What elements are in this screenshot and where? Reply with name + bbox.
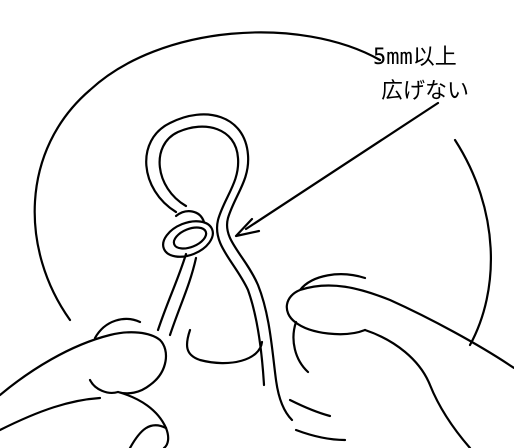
annotation-label: 5mm以上 広げない bbox=[373, 44, 503, 106]
right-fingers bbox=[292, 320, 472, 448]
annotation-line-2: 広げない bbox=[381, 79, 470, 104]
right-hand-outline bbox=[285, 273, 514, 370]
left-thumb bbox=[88, 317, 142, 394]
annotation-line-1: 5mm以上 bbox=[373, 45, 457, 70]
clip-ring-hook bbox=[174, 210, 206, 224]
clip-inner-loop bbox=[158, 125, 266, 387]
clip-ring-inner bbox=[172, 226, 208, 250]
pointer-line bbox=[244, 101, 440, 231]
left-finger-lines bbox=[0, 396, 168, 448]
right-finger-crease bbox=[288, 398, 347, 442]
disc-hub bbox=[185, 328, 264, 365]
clip-outer-loop bbox=[145, 113, 294, 422]
clip-left-leg bbox=[156, 252, 198, 337]
clip-ring bbox=[162, 220, 214, 258]
disc-outline bbox=[33, 31, 492, 347]
pointer-arrowhead bbox=[234, 217, 261, 238]
